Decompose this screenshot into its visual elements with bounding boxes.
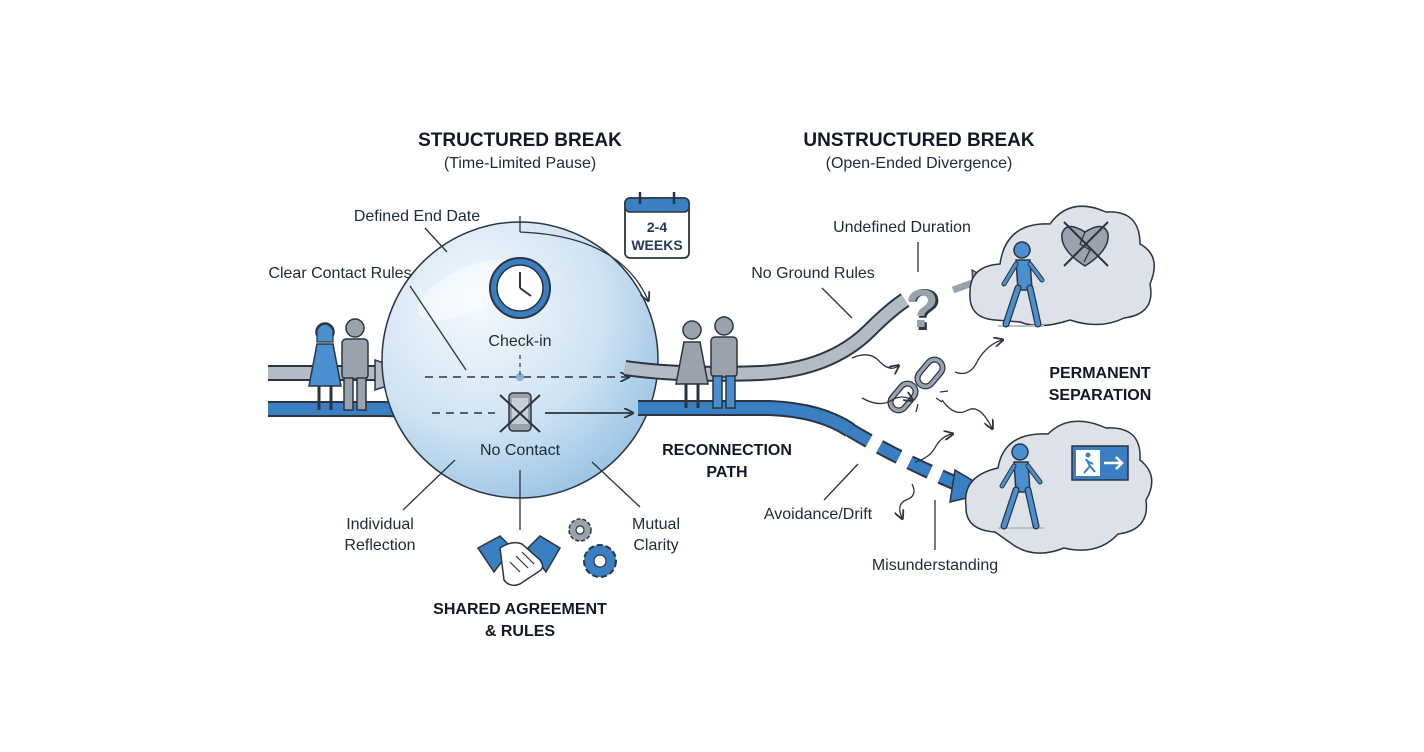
broken-chain-icon bbox=[887, 356, 949, 414]
avoidance-drift-label: Avoidance/Drift bbox=[764, 506, 873, 523]
check-in-label: Check-in bbox=[488, 333, 551, 350]
misunderstanding-label: Misunderstanding bbox=[872, 557, 998, 574]
walking-person-icon bbox=[1001, 241, 1045, 328]
calendar-line-2: WEEKS bbox=[631, 237, 682, 253]
bottom-cloud bbox=[964, 420, 1153, 554]
no-contact-label: No Contact bbox=[480, 442, 561, 459]
defined-end-date-label: Defined End Date bbox=[354, 208, 480, 225]
couple-icon bbox=[308, 318, 369, 411]
walking-person-icon bbox=[999, 443, 1043, 530]
individual-reflection-label-2: Reflection bbox=[344, 537, 415, 554]
calendar-line-1: 2-4 bbox=[647, 219, 667, 235]
timeline-arc-arrow bbox=[519, 216, 648, 300]
reconnection-path-label-1: RECONNECTION bbox=[662, 442, 792, 459]
broken-heart-icon bbox=[1061, 221, 1109, 267]
shared-agreement-label-2: & RULES bbox=[485, 623, 556, 640]
svg-text:?: ? bbox=[906, 278, 941, 343]
check-in-point bbox=[516, 373, 524, 381]
structured-break-title: STRUCTURED BREAK bbox=[418, 130, 622, 151]
no-ground-rules-label: No Ground Rules bbox=[751, 265, 875, 282]
shared-agreement-label-1: SHARED AGREEMENT bbox=[433, 601, 607, 618]
clear-contact-rules-label: Clear Contact Rules bbox=[268, 265, 411, 282]
exit-sign-icon bbox=[1071, 445, 1129, 481]
svg-text:?: ? bbox=[906, 279, 939, 339]
handshake-icon bbox=[476, 535, 562, 587]
couple-icon bbox=[675, 316, 738, 409]
clock-icon bbox=[489, 257, 551, 319]
mutual-clarity-label-2: Clarity bbox=[633, 537, 678, 554]
unstructured-break-title: UNSTRUCTURED BREAK bbox=[803, 130, 1034, 151]
permanent-separation-label-1: PERMANENT bbox=[1049, 365, 1151, 382]
mutual-clarity-label-1: Mutual bbox=[632, 516, 680, 533]
individual-reflection-label-1: Individual bbox=[346, 516, 414, 533]
top-cloud bbox=[969, 205, 1155, 327]
undefined-duration-label: Undefined Duration bbox=[833, 219, 971, 236]
gears-icon bbox=[568, 518, 617, 578]
structured-break-subtitle: (Time-Limited Pause) bbox=[444, 155, 596, 172]
permanent-separation-label-2: SEPARATION bbox=[1049, 387, 1152, 404]
phone-crossed-icon bbox=[499, 392, 541, 433]
question-mark-icon: ? ? bbox=[906, 278, 942, 343]
calendar-icon: 2-4 WEEKS bbox=[624, 192, 690, 259]
unstructured-break-subtitle: (Open-Ended Divergence) bbox=[826, 155, 1013, 172]
reconnection-path-label-2: PATH bbox=[706, 464, 747, 481]
